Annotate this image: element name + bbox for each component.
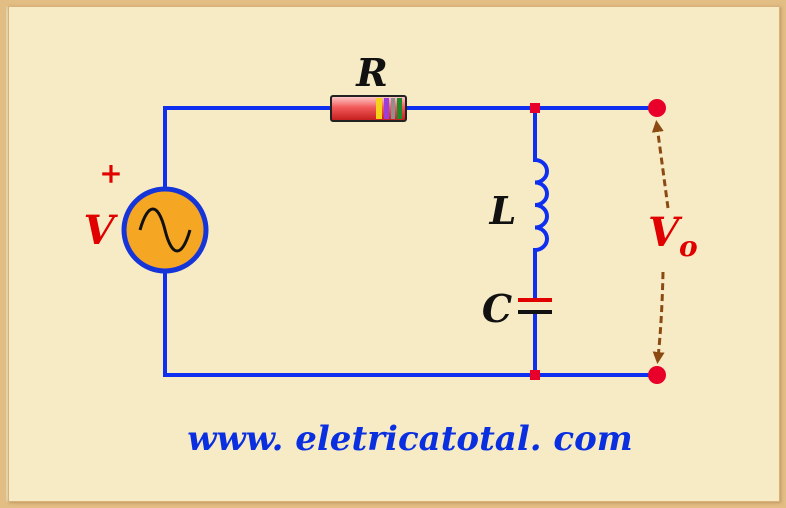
resistor — [330, 95, 407, 122]
junction-bottom — [530, 370, 540, 380]
circuit-wires — [163, 106, 659, 377]
capacitor-label: C — [482, 286, 512, 331]
source-polarity-plus: + — [99, 157, 122, 190]
inductor-coil — [534, 158, 549, 252]
resistor-band-violet — [384, 98, 389, 119]
resistor-label: R — [355, 50, 388, 95]
output-voltage-label: Vo — [648, 209, 698, 263]
wire-left-bottom — [163, 268, 659, 377]
output-terminal-top — [648, 99, 666, 117]
output-voltage-subscript: o — [679, 230, 698, 263]
ac-source — [121, 186, 209, 274]
resistor-band-gray — [391, 98, 395, 119]
output-voltage-symbol: V — [648, 209, 683, 256]
resistor-band-yellow — [376, 98, 382, 119]
capacitor — [518, 298, 552, 314]
junction-top — [530, 103, 540, 113]
capacitor-plate-top — [518, 298, 552, 302]
website-url: www. eletricatotal. com — [187, 419, 633, 459]
output-voltage-arrows — [651, 120, 670, 364]
wire-left-top — [163, 106, 334, 192]
capacitor-plate-bottom — [518, 310, 552, 314]
resistor-band-green — [397, 98, 402, 119]
arrow-down — [652, 271, 665, 364]
output-terminal-bottom — [648, 366, 666, 384]
source-voltage-label: V — [83, 207, 118, 254]
inductor-label: L — [489, 188, 517, 233]
sine-wave-icon — [138, 207, 192, 253]
arrow-up — [651, 120, 670, 209]
